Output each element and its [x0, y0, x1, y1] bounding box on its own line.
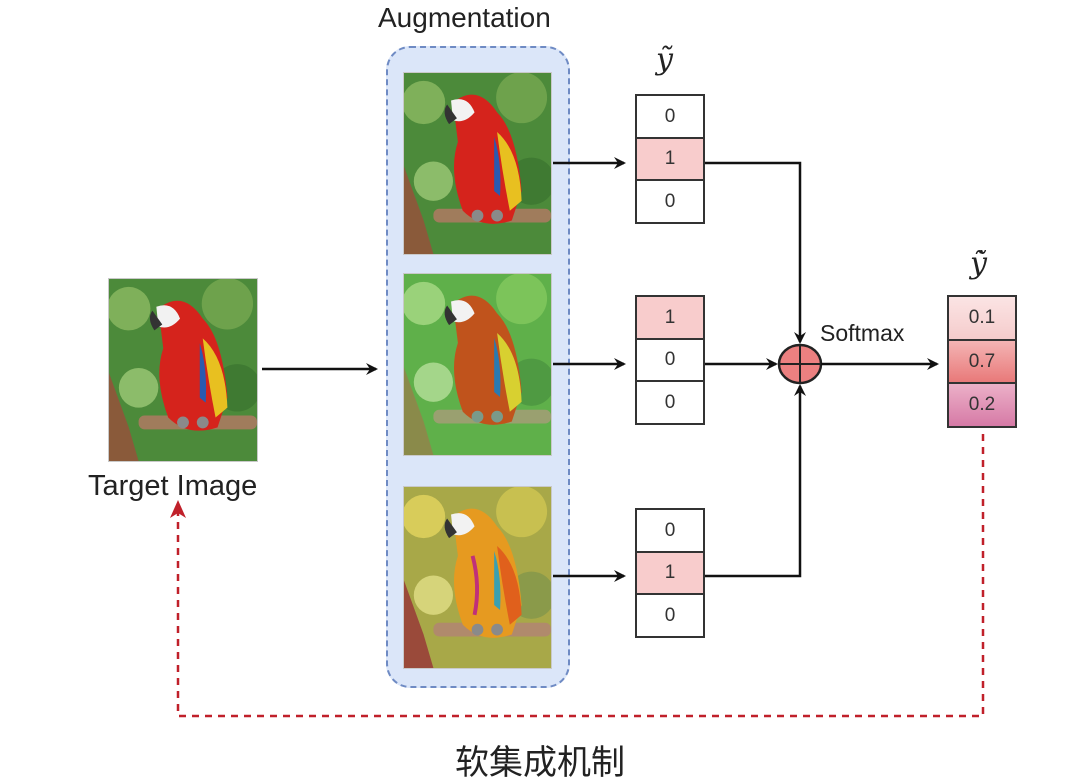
output-cell: 0.1: [947, 295, 1017, 341]
vector-cell: 0: [635, 593, 705, 638]
one-hot-vector-1: 0 1 0: [635, 94, 705, 224]
output-label-text: ẏ̃: [970, 246, 987, 281]
sum-node-icon: [777, 343, 823, 385]
parrot-image: [109, 279, 257, 461]
one-hot-label: ỹ: [656, 42, 673, 77]
feedback-arrowhead-icon: [170, 500, 186, 518]
augmented-image-3: [403, 486, 552, 669]
arrow-vector1-to-sum: [705, 161, 806, 344]
softmax-label: Softmax: [820, 320, 905, 346]
augmentation-title: Augmentation: [378, 2, 551, 33]
output-vector: 0.1 0.7 0.2: [947, 295, 1017, 428]
arrow-vector3-to-sum: [705, 384, 806, 578]
vector-cell: 0: [635, 380, 705, 425]
output-cell: 0.2: [947, 382, 1017, 428]
one-hot-vector-2: 1 0 0: [635, 295, 705, 425]
vector-cell: 0: [635, 179, 705, 224]
one-hot-vector-3: 0 1 0: [635, 508, 705, 638]
vector-cell-hot: 1: [635, 550, 705, 596]
augmented-image-1: [403, 72, 552, 255]
parrot-image: [404, 274, 551, 455]
vector-cell-hot: 1: [635, 136, 705, 182]
target-image-label: Target Image: [88, 470, 258, 502]
feedback-dashed-line: [176, 434, 985, 718]
vector-cell: 0: [635, 94, 705, 139]
parrot-image: [404, 487, 551, 668]
augmented-image-2: [403, 273, 552, 456]
target-image: [108, 278, 258, 462]
output-label: ẏ̃: [970, 246, 987, 281]
output-cell: 0.7: [947, 338, 1017, 385]
parrot-image: [404, 73, 551, 254]
caption: 软集成机制: [455, 743, 625, 783]
